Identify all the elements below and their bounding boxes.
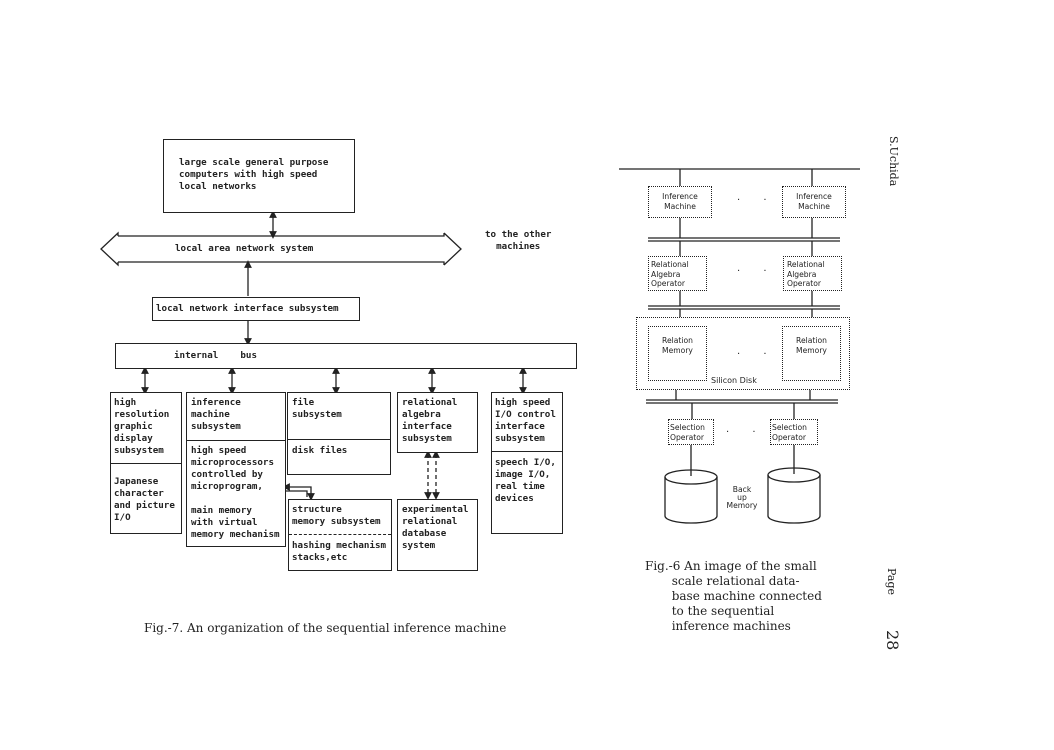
- structure-memory-detail: hashing mechanism stacks,etc: [292, 540, 387, 563]
- selection-operator-label: Selection Operator: [772, 423, 807, 442]
- to-other-machines-label: to the other machines: [485, 229, 552, 252]
- internal-bus-label: internal bus: [174, 350, 257, 361]
- lan-arrow-shape: [100, 231, 462, 267]
- relational-algebra-operator-box-n: Relational Algebra Operator: [783, 256, 842, 291]
- page-number: 28: [883, 630, 902, 651]
- lan-label: local area network system: [175, 243, 314, 254]
- high-speed-io-title: high speed I/O control interface subsyst…: [495, 397, 556, 444]
- rao-label: Relational Algebra Operator: [651, 260, 689, 288]
- file-subsystem-title: file subsystem: [292, 397, 342, 420]
- backup-disk-right: [767, 467, 821, 524]
- inference-machine-label: Inference Machine: [796, 192, 832, 211]
- backup-disk-left: [664, 469, 718, 524]
- high-speed-io-subsystem: high speed I/O control interface subsyst…: [491, 392, 563, 534]
- relation-memory-box-1: Relation Memory: [648, 326, 707, 381]
- graphic-display-subsystem: high resolution graphic display subsyste…: [110, 392, 182, 534]
- fig7-caption: Fig.-7. An organization of the sequentia…: [144, 621, 507, 635]
- large-scale-computers-box: large scale general purpose computers wi…: [163, 139, 355, 213]
- local-network-interface-box: local network interface subsystem: [152, 297, 360, 321]
- relation-memory-label: Relation Memory: [796, 336, 827, 355]
- divider: [288, 439, 390, 440]
- inference-machine-detail: high speed microprocessors controlled by…: [191, 445, 280, 540]
- inference-machine-title: inference machine subsystem: [191, 397, 241, 432]
- selection-operator-box-n: Selection Operator: [770, 419, 818, 445]
- ellipsis: · · ·: [737, 195, 803, 206]
- relation-memory-label: Relation Memory: [662, 336, 693, 355]
- inference-machine-subsystem: inference machine subsystem high speed m…: [186, 392, 286, 547]
- selection-operator-box-1: Selection Operator: [668, 419, 714, 445]
- divider: [187, 440, 285, 441]
- rao-label: Relational Algebra Operator: [787, 260, 825, 288]
- divider: [111, 463, 181, 464]
- graphic-display-detail: Japanese character and picture I/O: [114, 476, 175, 523]
- relation-memory-box-n: Relation Memory: [782, 326, 841, 381]
- backup-memory-label: Back up Memory: [726, 485, 758, 510]
- author-name: S.Uchida: [887, 136, 900, 187]
- selection-operator-label: Selection Operator: [670, 423, 705, 442]
- dashed-divider: [289, 534, 391, 535]
- structure-memory-subsystem: structure memory subsystem hashing mecha…: [288, 499, 392, 571]
- inference-machine-label: Inference Machine: [662, 192, 698, 211]
- ellipsis: · · ·: [737, 266, 803, 277]
- ellipsis: · · ·: [726, 427, 792, 438]
- high-speed-io-detail: speech I/O, image I/O, real time devices: [495, 457, 556, 504]
- file-subsystem: file subsystem disk files: [287, 392, 391, 475]
- fig6-caption: Fig.-6 An image of the small scale relat…: [645, 559, 822, 633]
- divider: [492, 451, 562, 452]
- silicon-disk-label: Silicon Disk: [711, 376, 757, 385]
- page-label: Page: [885, 568, 898, 596]
- experimental-relational-database: experimental relational database system: [397, 499, 478, 571]
- structure-memory-title: structure memory subsystem: [292, 504, 381, 527]
- relational-algebra-title: relational algebra interface subsystem: [402, 397, 458, 444]
- ellipsis: · · ·: [737, 349, 803, 360]
- relational-algebra-interface-subsystem: relational algebra interface subsystem: [397, 392, 478, 453]
- inference-machine-box-n: Inference Machine: [782, 186, 846, 218]
- experimental-database-title: experimental relational database system: [402, 504, 469, 551]
- internal-bus: internal bus: [115, 343, 577, 369]
- large-scale-computers-label: large scale general purpose computers wi…: [179, 157, 329, 192]
- local-network-interface-label: local network interface subsystem: [156, 303, 339, 314]
- inference-machine-box-1: Inference Machine: [648, 186, 712, 218]
- graphic-display-title: high resolution graphic display subsyste…: [114, 397, 170, 456]
- relational-algebra-operator-box-1: Relational Algebra Operator: [648, 256, 707, 291]
- file-subsystem-detail: disk files: [292, 445, 348, 456]
